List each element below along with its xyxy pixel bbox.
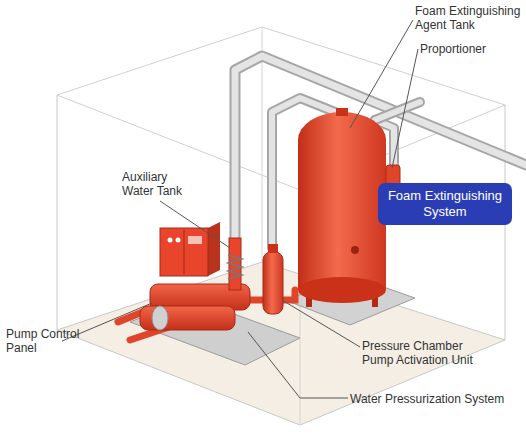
branch-pipe bbox=[375, 102, 420, 120]
part-label: Auxiliary Water Tank bbox=[122, 170, 194, 198]
leader-line bbox=[392, 49, 418, 168]
tank-valve bbox=[351, 246, 359, 254]
chamber-cap bbox=[268, 244, 278, 253]
room-edge bbox=[57, 95, 58, 330]
pump-motor bbox=[140, 306, 235, 330]
part-label: Pump Control Panel bbox=[6, 327, 96, 355]
part-label: Proportioner bbox=[420, 42, 520, 56]
part-label: Foam Extinguishing Agent Tank bbox=[415, 4, 526, 32]
pump-coupling bbox=[152, 306, 168, 330]
leader-line bbox=[350, 20, 413, 128]
panel-lamp bbox=[168, 238, 173, 243]
main-pipe bbox=[235, 56, 526, 250]
leader-line bbox=[282, 300, 360, 347]
pump-control-panel bbox=[160, 228, 208, 276]
system-badge: Foam Extinguishing System bbox=[378, 183, 512, 225]
panel-door-line bbox=[184, 230, 185, 274]
badge-text: Foam Extinguishing System bbox=[382, 188, 508, 220]
auxiliary-water-tank bbox=[229, 238, 241, 290]
branch-pipe bbox=[375, 102, 420, 120]
main-pipe bbox=[235, 56, 526, 250]
panel-display bbox=[188, 236, 202, 244]
foam-tank-dome bbox=[298, 112, 386, 168]
foam-tank-bottom bbox=[298, 277, 386, 303]
leader-line bbox=[248, 332, 348, 398]
leader-line bbox=[160, 201, 230, 248]
pressure-chamber bbox=[263, 252, 283, 314]
tank-base bbox=[285, 276, 415, 325]
panel-lamp bbox=[176, 238, 181, 243]
pipe-network bbox=[235, 56, 526, 250]
tank-nozzle bbox=[336, 108, 348, 116]
part-label: Water Pressurization System bbox=[350, 392, 526, 406]
spring-coil bbox=[228, 255, 242, 279]
panel-side bbox=[208, 222, 220, 276]
part-label: Pressure Chamber Pump Activation Unit bbox=[362, 339, 492, 367]
